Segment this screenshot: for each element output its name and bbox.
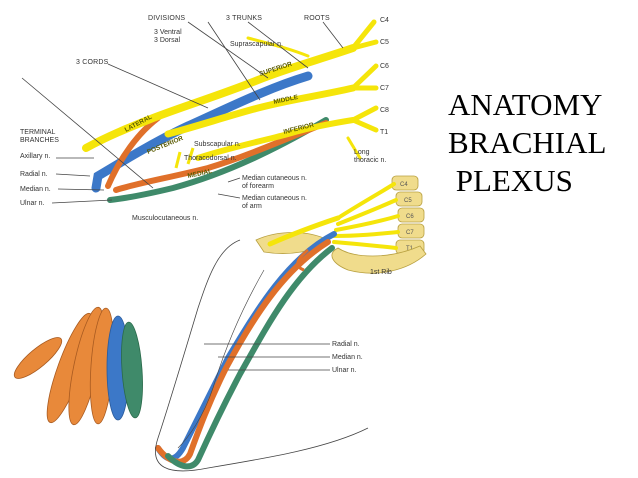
inferior-trunk [195, 117, 356, 161]
thoracodorsal-twig [174, 151, 182, 169]
label-cords: 3 CORDS [76, 59, 109, 66]
median-nerve-limb [155, 239, 331, 465]
suprascapular-nerve [246, 36, 310, 58]
label-radial-top: Radial n. [20, 171, 48, 178]
root-c6: C6 [380, 63, 389, 70]
label-terminal-1: TERMINAL [20, 129, 56, 136]
label-median-bottom: Median n. [332, 354, 363, 361]
label-med-cut-forearm-2: of forearm [242, 183, 274, 190]
hand-muscles [13, 306, 143, 426]
label-med-cut-forearm-1: Median cutaneous n. [242, 175, 307, 182]
first-rib [331, 245, 427, 274]
title-line-anatomy: ANATOMY [448, 87, 603, 122]
label-thoracodorsal: Thoracodorsal n. [184, 155, 237, 162]
brachial-plexus-diagram: DIVISIONS 3 Ventral 3 Dorsal 3 TRUNKS RO… [8, 8, 448, 478]
label-med-cut-arm-2: of arm [242, 203, 262, 210]
label-roots: ROOTS [304, 15, 330, 22]
label-divisions: DIVISIONS [148, 15, 185, 22]
label-median-top: Median n. [20, 186, 51, 193]
superior-trunk [82, 44, 357, 152]
musculocutaneous-branch [296, 248, 309, 272]
spine-roots [267, 182, 400, 250]
label-terminal-2: BRANCHES [20, 137, 59, 144]
root-c8: C8 [380, 107, 389, 114]
arm-outline-inner [177, 269, 265, 449]
middle-trunk [164, 84, 357, 138]
vertebra-t1: T1 [406, 246, 414, 252]
label-med-cut-arm-1: Median cutaneous n. [242, 195, 307, 202]
label-musculocutaneous: Musculocutaneous n. [132, 215, 198, 222]
vertebra-c5: C5 [404, 198, 412, 204]
plexus-svg: DIVISIONS 3 Ventral 3 Dorsal 3 TRUNKS RO… [13, 15, 427, 472]
label-divisions-ventral: 3 Ventral [154, 29, 182, 36]
label-trunks: 3 TRUNKS [226, 15, 262, 22]
label-radial-bottom: Radial n. [332, 341, 360, 348]
label-divisions-dorsal: 3 Dorsal [154, 37, 181, 44]
vertebra-c4: C4 [400, 182, 408, 188]
title-line-brachial: BRACHIAL [448, 125, 607, 160]
label-subscapular: Subscapular n. [194, 141, 241, 148]
label-axillary: Axillary n. [20, 153, 50, 160]
label-long-thoracic-1: Long [354, 149, 370, 156]
roots-group [346, 19, 379, 160]
label-long-thoracic-2: thoracic n. [354, 157, 386, 164]
label-suprascapular: Suprascapular n. [230, 41, 283, 48]
upper-leader-lines [21, 21, 344, 204]
title-line-plexus: PLEXUS [448, 163, 573, 198]
subscapular-twig [186, 147, 195, 165]
root-t1: T1 [380, 129, 388, 136]
root-c5: C5 [380, 39, 389, 46]
root-c7: C7 [380, 85, 389, 92]
label-first-rib: 1st Rib [370, 269, 392, 276]
root-c4: C4 [380, 17, 389, 24]
lateral-to-median-branch [105, 115, 161, 189]
vertebra-c7: C7 [406, 230, 414, 236]
label-ulnar-top: Ulnar n. [20, 200, 45, 207]
vertebra-c6: C6 [406, 214, 414, 220]
slide-title: ANATOMY BRACHIAL PLEXUS [448, 86, 638, 200]
label-ulnar-bottom: Ulnar n. [332, 367, 357, 374]
ulnar-nerve-limb [165, 245, 335, 470]
medial-cord [113, 120, 329, 193]
arm-outline [155, 239, 369, 472]
